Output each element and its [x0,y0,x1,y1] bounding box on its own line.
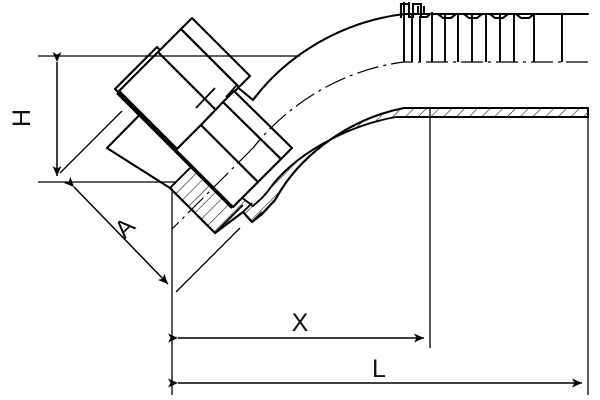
dimension-label-h: H [8,109,36,127]
flange-sealing-face [116,90,178,152]
ext-line-a-end [175,227,241,293]
flange-boss [221,89,294,161]
axis-centerline [171,61,588,230]
flange-step-details [195,85,263,234]
ext-line-a-start [59,110,123,174]
flange-collar-2 [179,16,252,89]
dimension-label-l: L [372,355,386,383]
barb-crest-profile [399,2,588,20]
hose-barb-serrations [403,2,563,62]
dim-line-a [63,176,169,285]
flange-head [113,16,294,209]
section-hatching [168,107,589,235]
dimension-lines [38,52,589,395]
dimension-label-x: X [292,309,309,337]
barb-upper-outline [281,14,588,189]
dimension-label-a: A [109,212,141,244]
